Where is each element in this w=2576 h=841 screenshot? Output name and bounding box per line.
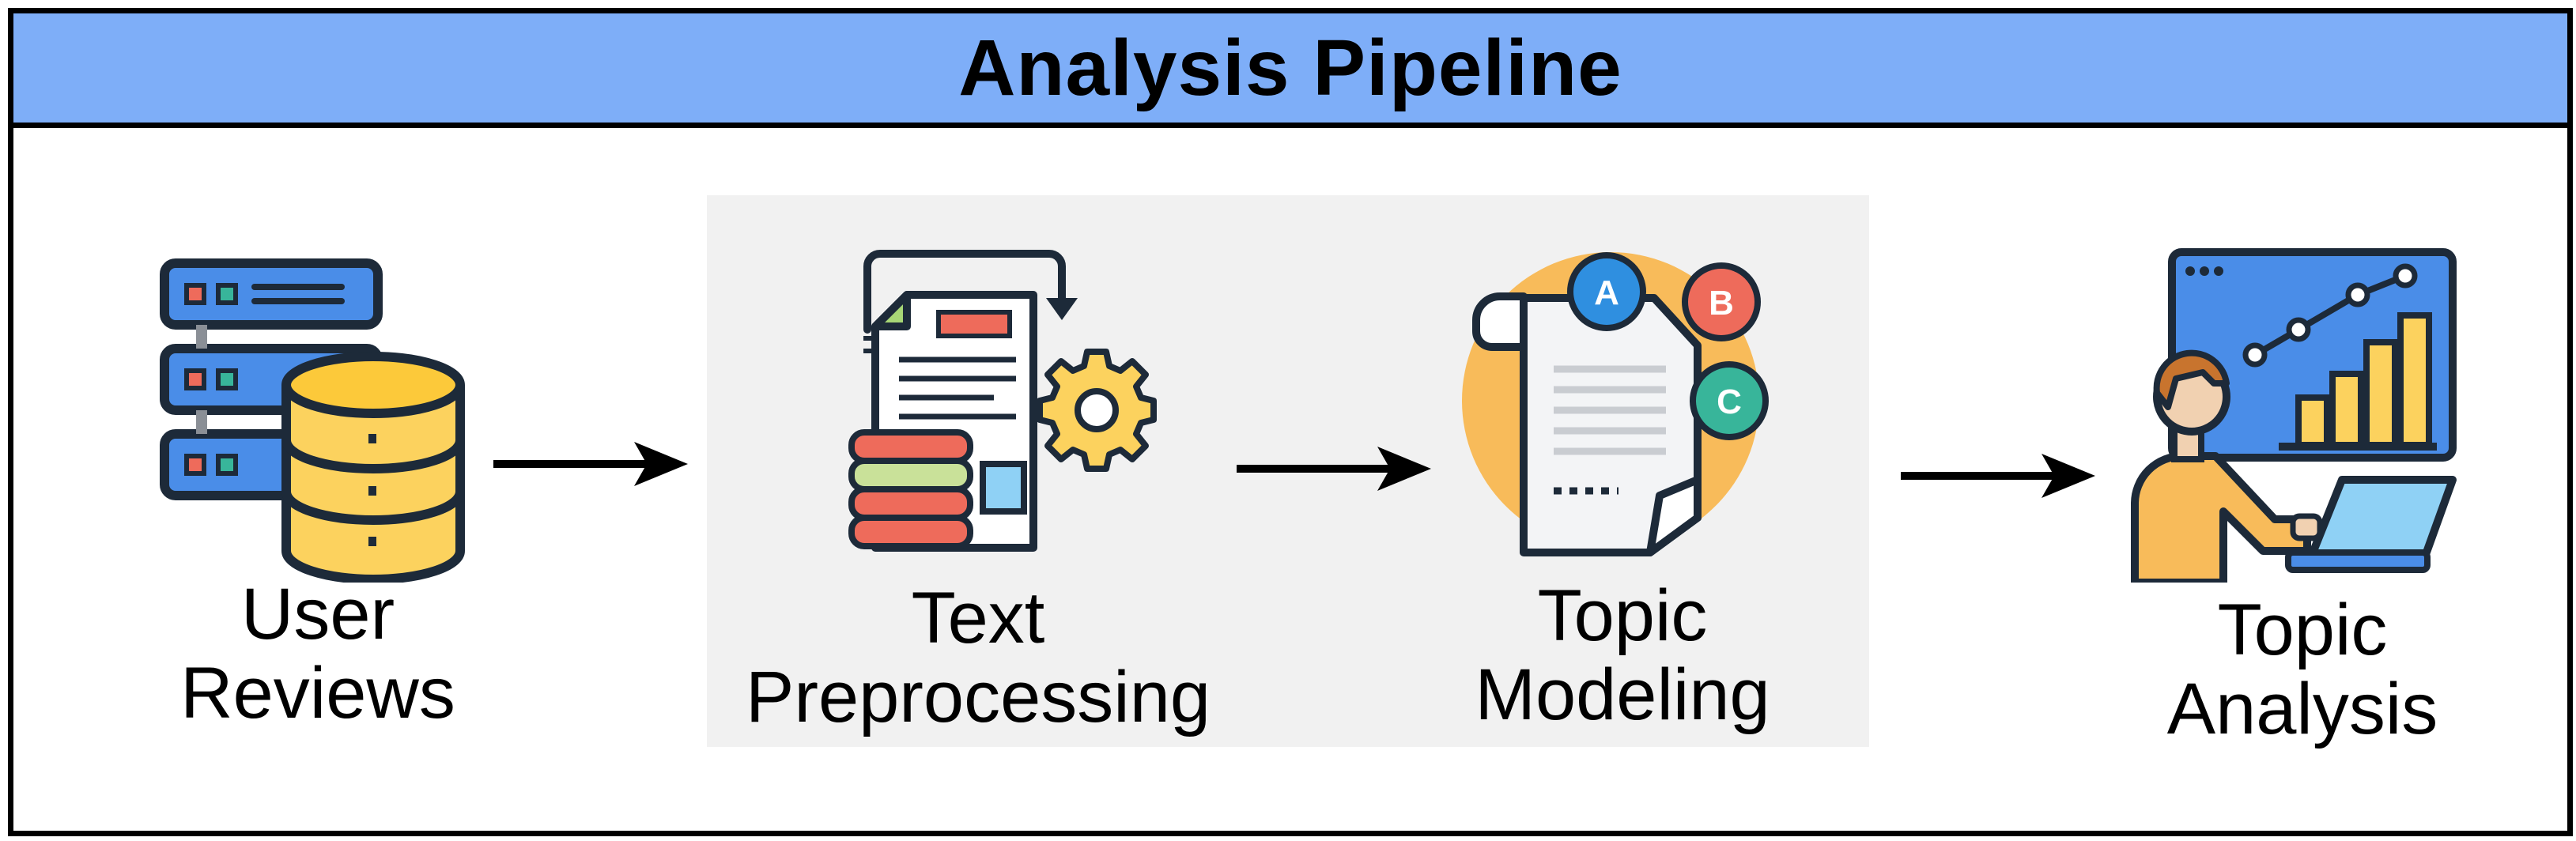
step-label-topic-analysis: Topic Analysis (2117, 590, 2488, 749)
arrow-right-icon (493, 442, 688, 486)
badge-b: B (1709, 284, 1734, 322)
diagram-title: Analysis Pipeline (958, 24, 1622, 112)
badge-a: A (1594, 273, 1619, 312)
step-label-line2: Analysis (2166, 669, 2438, 749)
document-gear-icon (848, 250, 1157, 552)
step-label-line1: Topic (1537, 575, 1708, 656)
title-bar: Analysis Pipeline (13, 13, 2567, 128)
step-label-line2: Reviews (180, 653, 455, 734)
arrow-right-icon (1901, 454, 2095, 498)
step-label-line1: Topic (2217, 590, 2388, 670)
diagram-frame: Analysis Pipeline (8, 8, 2573, 836)
step-label-topic-modeling: Topic Modeling (1441, 576, 1804, 734)
analyst-chart-icon (2131, 248, 2457, 583)
step-label-user-reviews: User Reviews (140, 575, 496, 733)
badge-c: C (1717, 383, 1742, 421)
step-label-line2: Modeling (1475, 654, 1770, 735)
topic-document-icon: A B C (1462, 252, 1769, 556)
database-server-icon (160, 258, 465, 583)
step-label-line1: Text (911, 578, 1045, 658)
step-label-line1: User (240, 574, 395, 654)
step-label-line2: Preprocessing (745, 657, 1211, 737)
step-label-text-preprocessing: Text Preprocessing (725, 579, 1231, 737)
arrow-right-icon (1237, 447, 1431, 491)
